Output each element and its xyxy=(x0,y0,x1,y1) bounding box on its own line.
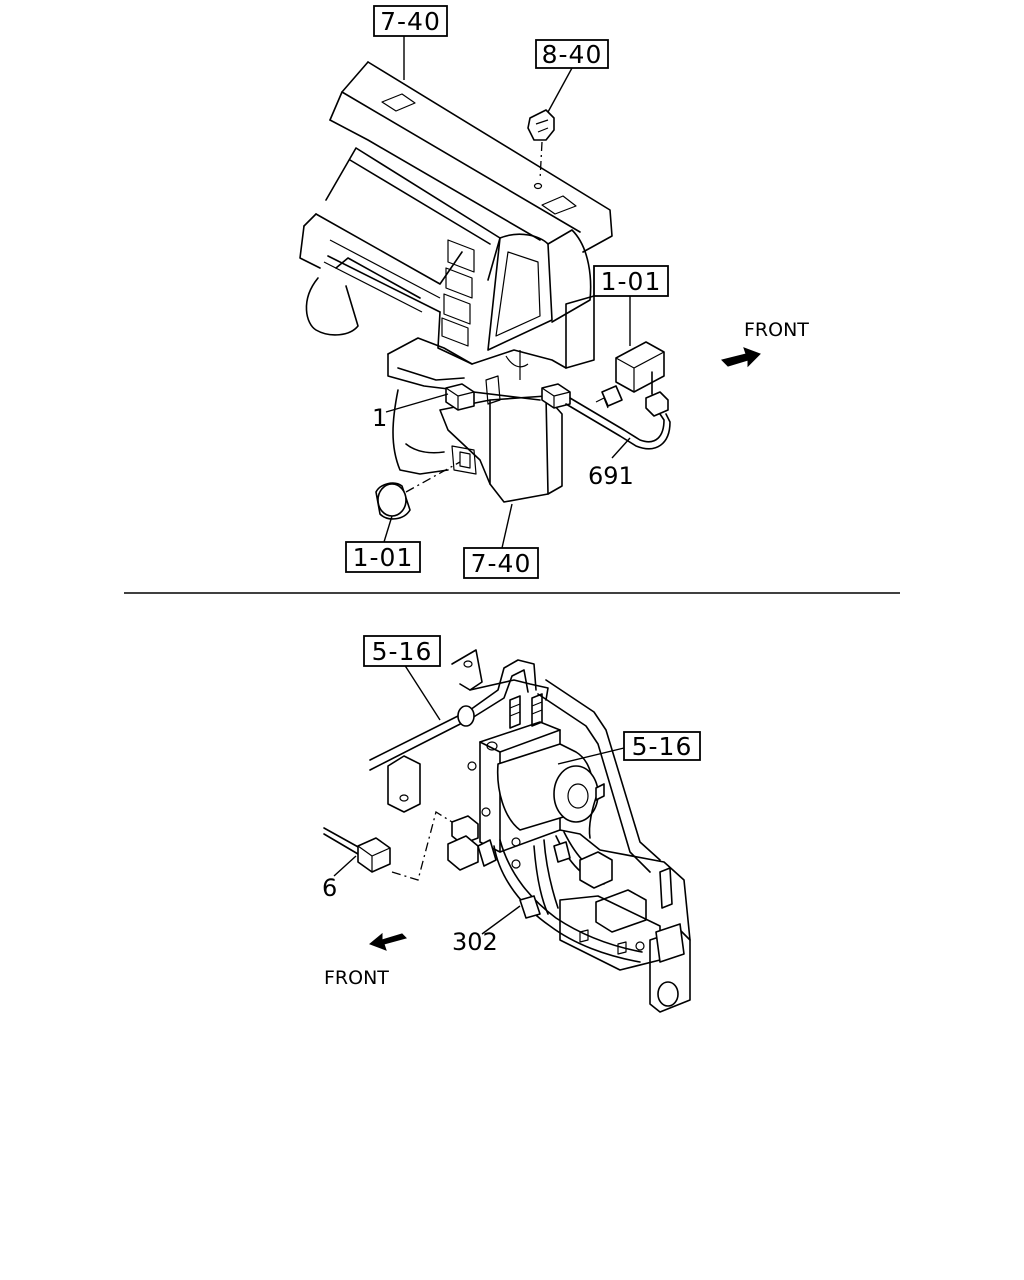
bottom-view: 5-16 5-16 6 302 FRONT xyxy=(322,635,701,1013)
front-direction-top: FRONT xyxy=(721,319,809,368)
callout-1-01-right: 1-01 xyxy=(593,265,669,297)
sensor-illustration xyxy=(323,810,453,881)
svg-text:1-01: 1-01 xyxy=(353,543,414,572)
callout-1-01-bottom: 1-01 xyxy=(345,541,421,573)
clip-illustration xyxy=(527,109,555,181)
part-number-691: 691 xyxy=(588,462,634,490)
leader-part-302 xyxy=(481,905,521,935)
callout-7-40-top: 7-40 xyxy=(373,5,448,37)
svg-text:5-16: 5-16 xyxy=(632,732,693,761)
leader-7-40-bottom xyxy=(501,503,513,549)
svg-text:5-16: 5-16 xyxy=(372,637,433,666)
callout-5-16-right: 5-16 xyxy=(623,731,701,761)
hydraulic-unit-illustration xyxy=(369,649,691,1013)
top-view: 7-40 8-40 1-01 1-01 7-40 1 691 FRONT xyxy=(299,5,809,579)
switch-assembly-illustration xyxy=(565,341,671,450)
svg-text:7-40: 7-40 xyxy=(471,549,532,578)
svg-text:8-40: 8-40 xyxy=(542,40,603,69)
svg-text:1-01: 1-01 xyxy=(601,267,662,296)
leader-1-01-bottom xyxy=(383,515,393,543)
leader-5-16-left xyxy=(403,663,441,721)
leader-5-16-right xyxy=(557,747,625,765)
front-arrow-icon xyxy=(369,932,407,951)
svg-text:FRONT: FRONT xyxy=(324,967,389,989)
callout-5-16-left: 5-16 xyxy=(363,635,441,667)
callout-8-40: 8-40 xyxy=(535,39,609,69)
svg-text:7-40: 7-40 xyxy=(380,7,441,36)
leader-part-1 xyxy=(385,393,449,413)
leader-part-691 xyxy=(611,437,631,459)
front-direction-bottom: FRONT xyxy=(324,932,407,989)
part-number-6: 6 xyxy=(322,874,337,902)
front-arrow-icon xyxy=(721,347,761,368)
instrument-panel-illustration xyxy=(299,61,613,503)
part-number-302: 302 xyxy=(452,928,498,956)
part-number-1: 1 xyxy=(372,404,387,432)
leader-part-6 xyxy=(333,855,357,877)
svg-text:FRONT: FRONT xyxy=(744,319,809,341)
leader-8-40 xyxy=(547,67,573,113)
callout-7-40-bottom: 7-40 xyxy=(463,547,539,579)
